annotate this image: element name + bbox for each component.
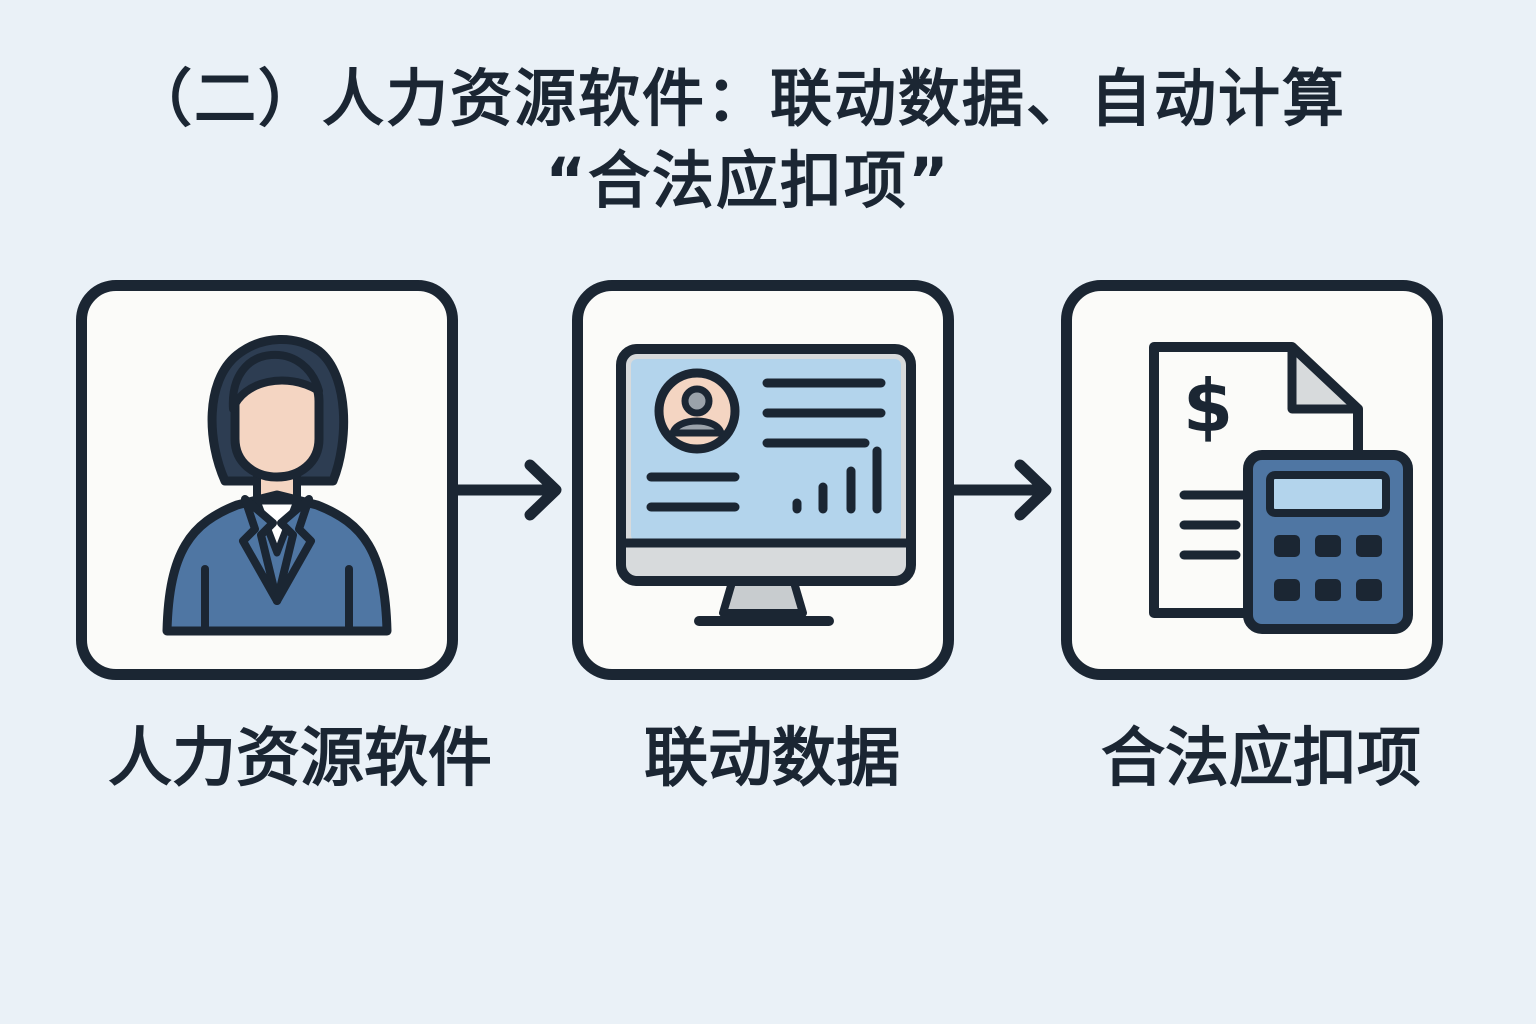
- legal-deduction-card: $: [1061, 280, 1443, 680]
- hr-staff-icon: [162, 335, 392, 636]
- arrow-right-icon: [456, 459, 562, 521]
- title-line-1: （二）人力资源软件：联动数据、自动计算: [129, 62, 1346, 135]
- title-line-2: “合法应扣项”: [545, 144, 951, 217]
- step-label-legal-deductions: 合法应扣项: [1101, 722, 1421, 796]
- document-calculator-icon: $: [1149, 342, 1413, 634]
- computer-dashboard-icon: [616, 344, 916, 626]
- step-label-linked-data: 联动数据: [644, 722, 900, 796]
- dollar-sign-icon: $: [1183, 364, 1233, 448]
- linked-data-card: [572, 280, 954, 680]
- arrow-right-icon: [946, 459, 1052, 521]
- hr-software-card: [76, 280, 458, 680]
- step-label-hr-software: 人力资源软件: [108, 722, 492, 796]
